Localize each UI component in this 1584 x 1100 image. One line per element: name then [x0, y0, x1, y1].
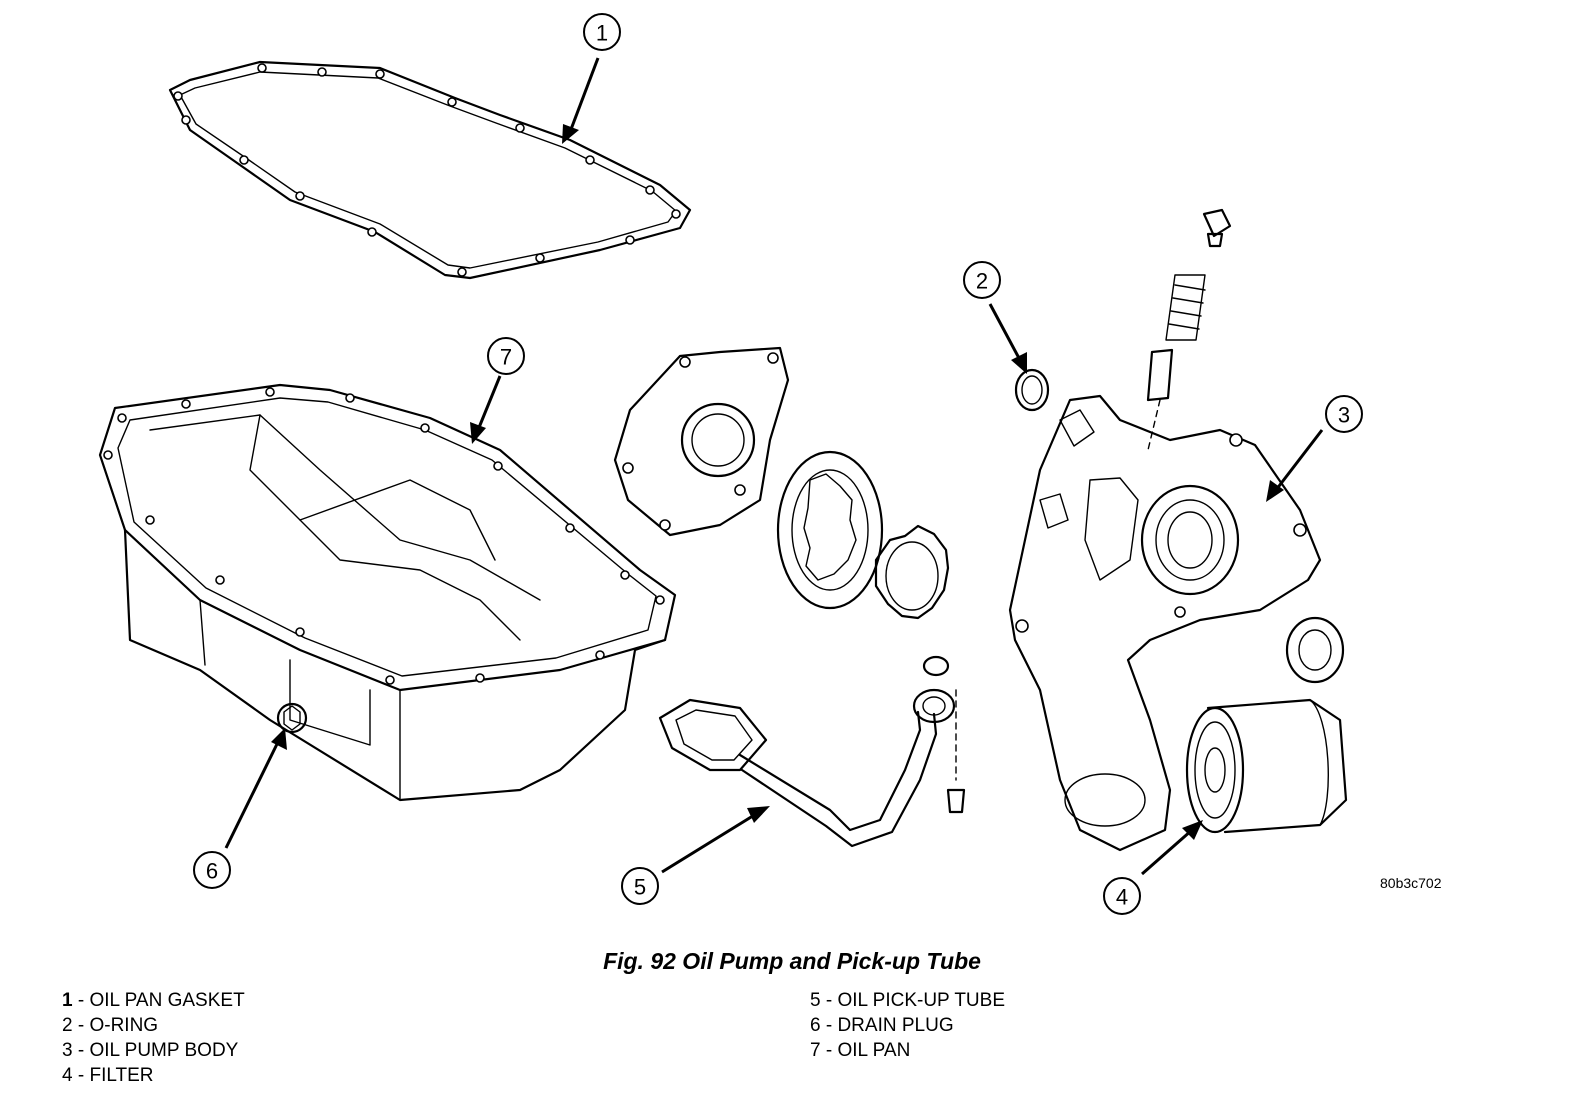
- legend-number: 1: [62, 990, 73, 1011]
- leader-5: [661, 812, 757, 874]
- legend-text: - OIL PAN GASKET: [72, 990, 245, 1011]
- callout-6-label: 6: [206, 859, 218, 884]
- legend-text: - FILTER: [72, 1065, 154, 1086]
- inner-rotor-drawing: [874, 524, 950, 620]
- leader-3: [1274, 429, 1324, 491]
- callout-5: 5: [621, 867, 659, 905]
- legend-item: 1 - OIL PAN GASKET: [62, 988, 245, 1013]
- callout-7-label: 7: [500, 345, 512, 370]
- oil-pump-body-drawing: [1008, 394, 1322, 852]
- pump-cover-plate-drawing: [613, 346, 790, 537]
- relief-valve-parts-drawing: [1146, 208, 1232, 451]
- outer-rotor-drawing: [776, 450, 884, 610]
- legend-number: 3: [62, 1040, 73, 1061]
- callout-4: 4: [1103, 877, 1141, 915]
- oil-pickup-tube-drawing: [658, 655, 966, 848]
- legend-item: 3 - OIL PUMP BODY: [62, 1038, 245, 1063]
- legend-text: - OIL PICK-UP TUBE: [820, 990, 1005, 1011]
- oil-pan-drawing: [98, 383, 677, 802]
- callout-3-label: 3: [1338, 403, 1350, 428]
- callout-2: 2: [963, 261, 1001, 299]
- leader-7: [476, 375, 502, 431]
- legend-item: 7 - OIL PAN: [810, 1038, 1005, 1063]
- legend-text: - OIL PAN: [820, 1040, 911, 1061]
- legend-number: 2: [62, 1015, 73, 1036]
- callout-3: 3: [1325, 395, 1363, 433]
- image-code: 80b3c702: [1380, 875, 1442, 891]
- front-seal-drawing: [1285, 616, 1345, 684]
- oil-pan-gasket-drawing: [168, 60, 692, 280]
- legend-left-column: 1 - OIL PAN GASKET 2 - O-RING 3 - OIL PU…: [62, 988, 245, 1088]
- callout-1-label: 1: [596, 21, 608, 46]
- legend-text: - O-RING: [72, 1015, 159, 1036]
- oil-filter-drawing: [1185, 698, 1348, 834]
- figure-caption: Fig. 92 Oil Pump and Pick-up Tube: [603, 948, 981, 974]
- callout-1: 1: [583, 13, 621, 51]
- legend-number: 6: [810, 1015, 821, 1036]
- legend-right-column: 5 - OIL PICK-UP TUBE 6 - DRAIN PLUG 7 - …: [810, 988, 1005, 1063]
- leader-4: [1141, 828, 1193, 876]
- legend-item: 6 - DRAIN PLUG: [810, 1013, 1005, 1038]
- o-ring-drawing: [1014, 368, 1050, 412]
- legend-number: 7: [810, 1040, 821, 1061]
- legend-text: - OIL PUMP BODY: [72, 1040, 239, 1061]
- pan-bolt-holes: [103, 387, 665, 685]
- legend-number: 5: [810, 990, 821, 1011]
- legend-number: 4: [62, 1065, 73, 1086]
- gasket-bolt-holes: [173, 63, 681, 277]
- callout-7: 7: [487, 337, 525, 375]
- drain-plug-drawing: [276, 702, 308, 734]
- callout-4-label: 4: [1116, 885, 1128, 910]
- leader-6: [224, 741, 280, 849]
- exploded-diagram: 1 2 3 4 5 6 7 80b3c702: [98, 13, 1442, 915]
- legend-item: 5 - OIL PICK-UP TUBE: [810, 988, 1005, 1013]
- callout-5-label: 5: [634, 875, 646, 900]
- legend-text: - DRAIN PLUG: [820, 1015, 954, 1036]
- callout-2-label: 2: [976, 269, 988, 294]
- diagram-canvas: 1 2 3 4 5 6 7 80b3c702: [98, 13, 1442, 915]
- leader-1: [568, 57, 600, 133]
- leader-arrows: [224, 57, 1324, 876]
- legend-item: 2 - O-RING: [62, 1013, 245, 1038]
- leader-2: [988, 303, 1022, 361]
- legend-item: 4 - FILTER: [62, 1063, 245, 1088]
- callout-6: 6: [193, 851, 231, 889]
